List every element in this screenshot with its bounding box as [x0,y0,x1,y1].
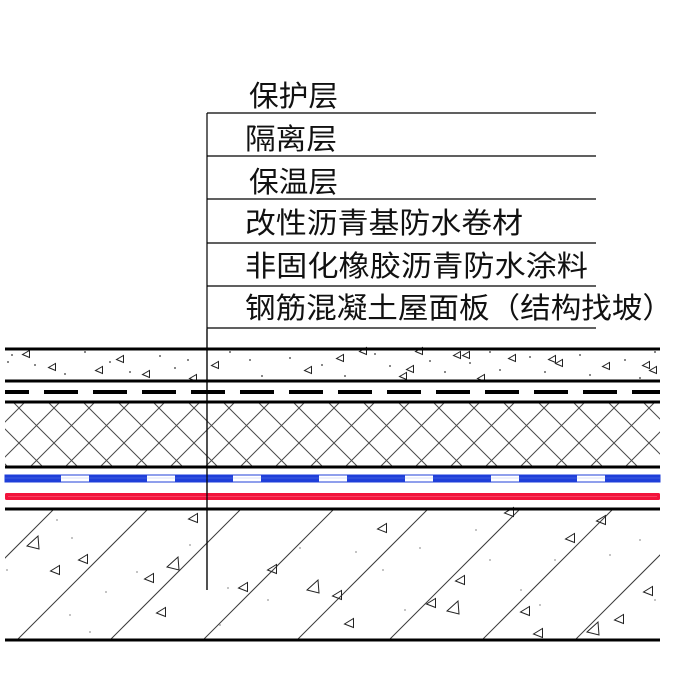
layer-labels: 保护层 隔离层 保温层 改性沥青基防水卷材 非固化橡胶沥青防水涂料 钢筋混凝土屋… [245,80,673,325]
slab-hatch-lines [5,509,660,640]
coating-layer [5,493,660,500]
slab-aggregate-dots [6,519,656,633]
protection-layer [7,347,657,382]
rc-slab-layer [5,507,660,640]
label-isolation-layer: 隔离层 [245,123,337,156]
layer-boundaries [5,347,660,642]
slab-aggregate-triangle-icons [26,507,653,638]
label-non-curing-rubber-bitumen-coating: 非固化橡胶沥青防水涂料 [245,250,588,283]
label-insulation-layer: 保温层 [249,166,338,199]
insulation-layer-crosshatch [5,402,660,467]
label-modified-bitumen-membrane: 改性沥青基防水卷材 [245,207,523,240]
label-protection-layer: 保护层 [249,80,338,113]
aggregate-triangle-icons [22,347,657,382]
membrane-layer [4,474,661,483]
label-rc-roof-slab: 钢筋混凝土屋面板（结构找坡） [245,292,673,325]
